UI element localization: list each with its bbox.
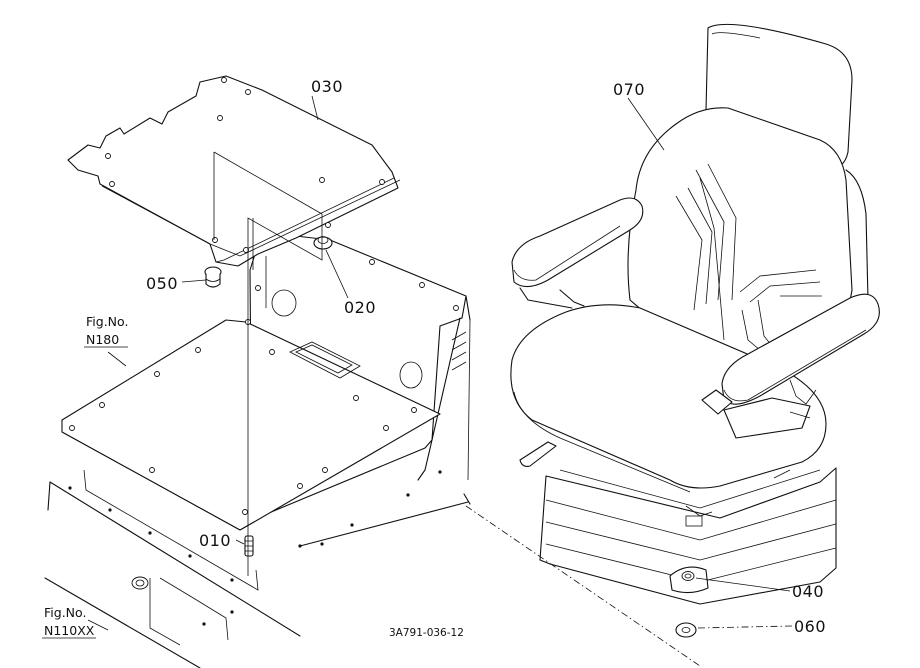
bolt-050: [204, 266, 222, 288]
drawing-number: 3A791-036-12: [389, 627, 464, 639]
callout-010: 010: [199, 531, 231, 550]
assembly-lines: [213, 151, 323, 576]
fig-ref-n180-line1: Fig.No.: [86, 314, 128, 329]
callout-030: 030: [311, 77, 343, 96]
callout-040: 040: [792, 582, 824, 601]
washer-060: [675, 622, 697, 638]
fig-ref-n180-line2: N180: [86, 332, 119, 347]
callout-060: 060: [794, 617, 826, 636]
seat-mounting-plate: [67, 75, 401, 267]
leader-lines: [87, 95, 793, 631]
operator-seat: [510, 23, 880, 605]
stud-bolt-010: [244, 535, 254, 557]
fig-ref-n110xx-line1: Fig.No.: [44, 605, 86, 620]
fig-ref-n110xx-line2: N110XX: [44, 623, 95, 638]
floor-base: [44, 469, 471, 668]
callout-070: 070: [613, 80, 645, 99]
flange-nut-020: [313, 236, 333, 250]
seat-mount-line: [465, 505, 701, 667]
callout-050: 050: [146, 274, 178, 293]
seat-console: [61, 231, 471, 531]
callout-020: 020: [344, 298, 376, 317]
